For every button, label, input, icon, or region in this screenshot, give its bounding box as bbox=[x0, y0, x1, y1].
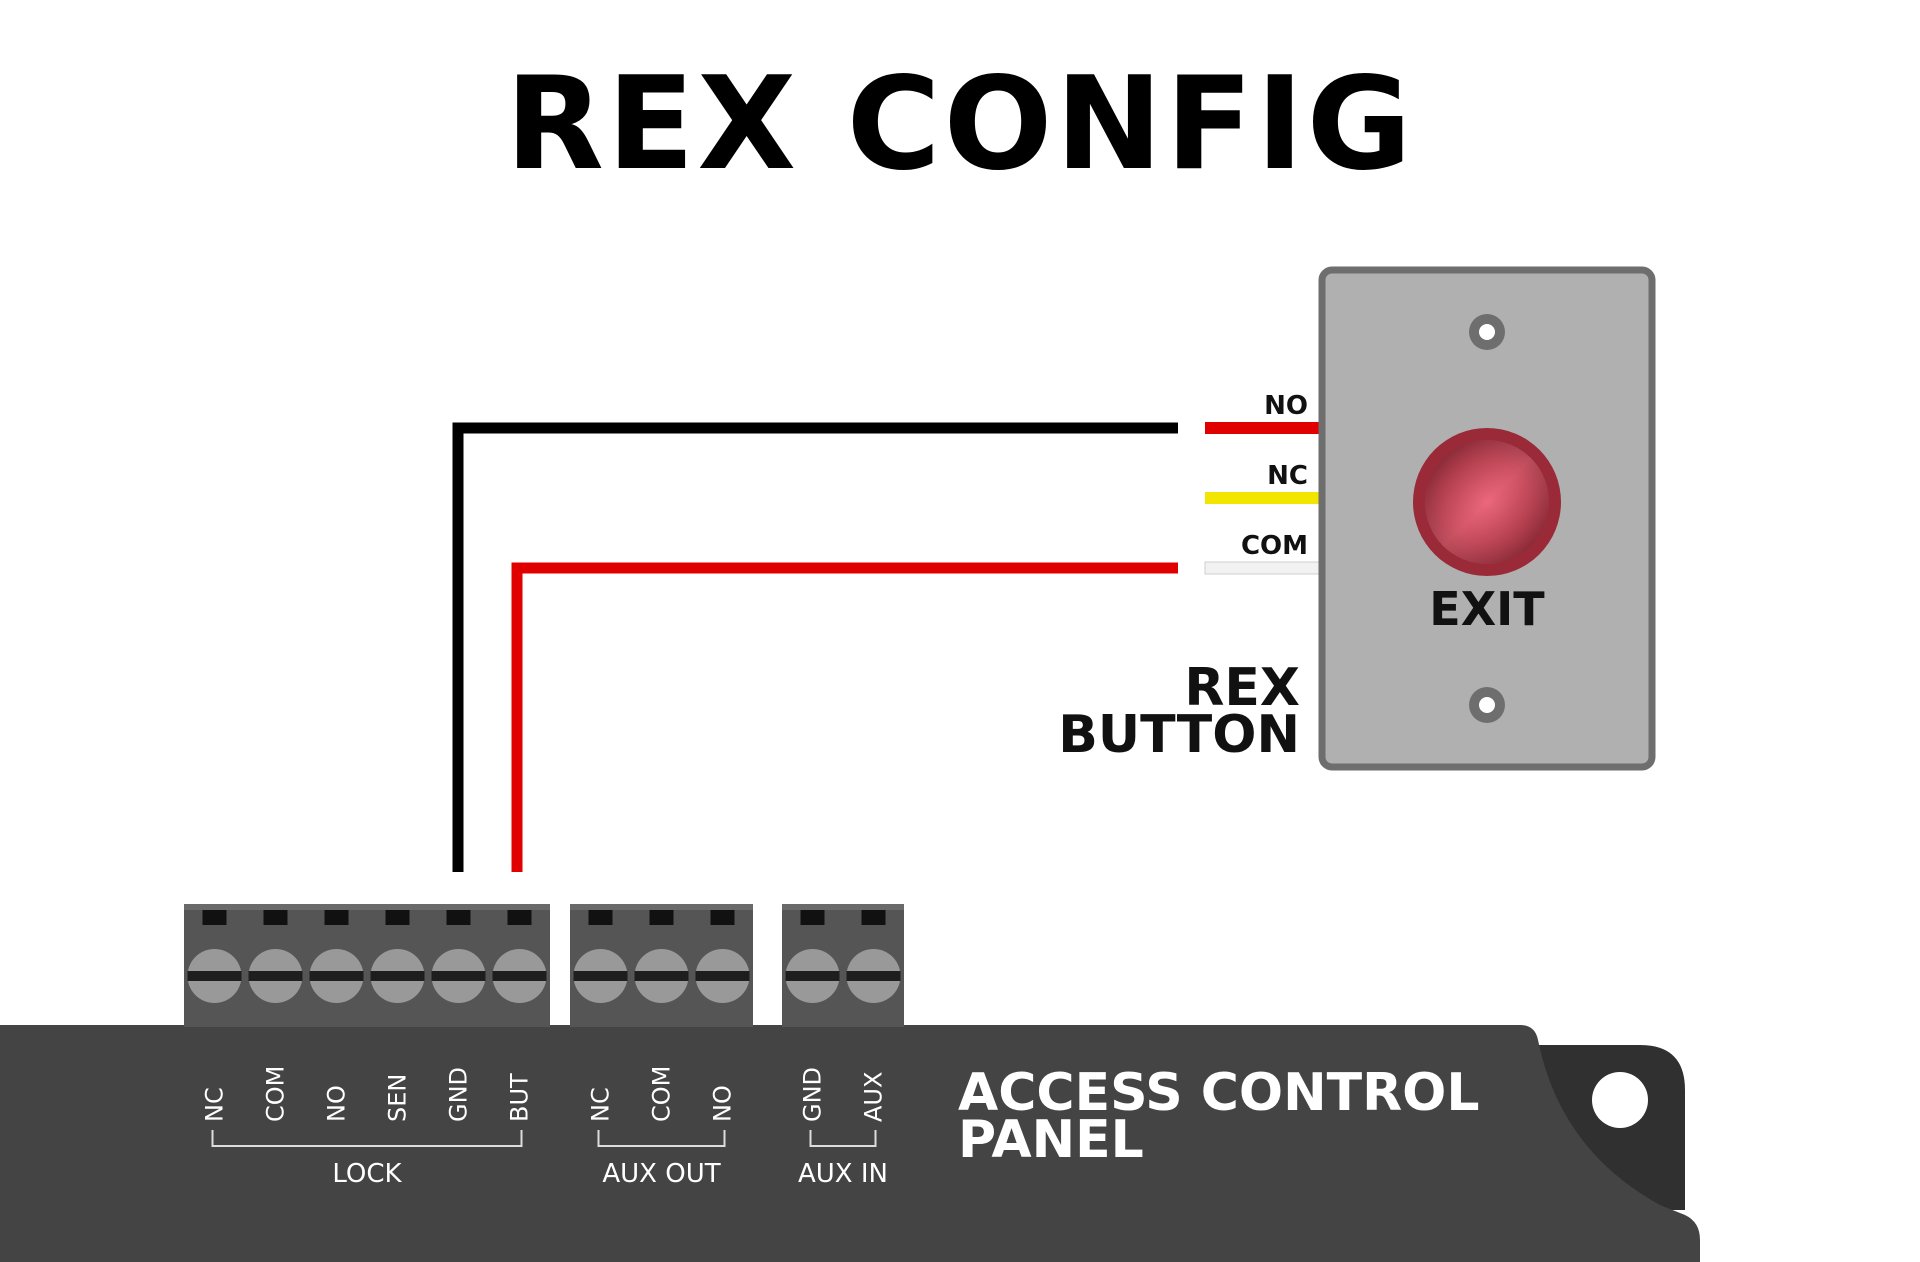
rex-lead-nc: NC bbox=[1205, 461, 1323, 504]
wire-entry-icon bbox=[710, 910, 735, 925]
terminal-blocks bbox=[184, 904, 904, 1027]
terminal-group-label: AUX IN bbox=[798, 1159, 888, 1189]
exit-label: EXIT bbox=[1429, 582, 1545, 636]
exit-push-button-icon[interactable] bbox=[1413, 428, 1561, 576]
panel-title-line2: PANEL bbox=[958, 1110, 1144, 1170]
wire-entry-icon bbox=[588, 910, 613, 925]
panel-terminal-label: NC bbox=[587, 1087, 615, 1122]
terminal-block-lock bbox=[184, 904, 550, 1027]
wire-entry-icon bbox=[202, 910, 227, 925]
access-control-panel bbox=[0, 1025, 1700, 1262]
diagram-title: REX CONFIG bbox=[505, 50, 1415, 199]
wire-entry-icon bbox=[800, 910, 825, 925]
terminal-screw-icon[interactable] bbox=[492, 949, 547, 1003]
panel-labels: NC COM NO SEN GND BUT LOCK NC COM NO AUX OUT GND AUX… bbox=[201, 1066, 889, 1189]
terminal-screw-icon[interactable] bbox=[634, 949, 689, 1003]
panel-terminal-label: AUX bbox=[860, 1072, 888, 1122]
rex-terminal-label: NC bbox=[1267, 461, 1308, 491]
terminal-screw-icon[interactable] bbox=[695, 949, 750, 1003]
panel-terminal-label: SEN bbox=[384, 1074, 412, 1122]
panel-terminal-label: COM bbox=[648, 1066, 676, 1122]
rex-lead-no: NO bbox=[1205, 391, 1323, 434]
rex-button: EXIT REX BUTTON bbox=[1058, 266, 1656, 771]
rex-terminal-label: COM bbox=[1241, 531, 1308, 561]
group-bracket bbox=[809, 1130, 877, 1147]
terminal-group-label: LOCK bbox=[332, 1159, 402, 1189]
terminal-screw-icon[interactable] bbox=[309, 949, 364, 1003]
panel-mounting-hole-icon bbox=[1592, 1072, 1648, 1128]
rex-button-leads: NO NC COM bbox=[1204, 391, 1324, 575]
rex-lead-com: COM bbox=[1204, 531, 1324, 575]
panel-title-line1: ACCESS CONTROL bbox=[958, 1063, 1480, 1123]
panel-terminal-label: GND bbox=[445, 1067, 473, 1122]
red-wire bbox=[511, 562, 1178, 872]
wires bbox=[452, 422, 1178, 872]
panel-terminal-label: NO bbox=[709, 1085, 737, 1122]
terminal-screw-icon[interactable] bbox=[573, 949, 628, 1003]
top-screw-icon bbox=[1469, 314, 1505, 350]
terminal-screw-icon[interactable] bbox=[431, 949, 486, 1003]
terminal-screw-icon[interactable] bbox=[370, 949, 425, 1003]
wire-entry-icon bbox=[263, 910, 288, 925]
panel-body bbox=[0, 1025, 1700, 1262]
panel-terminal-label: NC bbox=[201, 1087, 229, 1122]
group-bracket bbox=[211, 1130, 523, 1147]
bottom-screw-icon bbox=[1469, 687, 1505, 723]
panel-terminal-label: GND bbox=[799, 1067, 827, 1122]
rex-button-caption-line1: REX bbox=[1184, 658, 1300, 718]
terminal-group-label: AUX OUT bbox=[602, 1159, 720, 1189]
wire-entry-icon bbox=[446, 910, 471, 925]
panel-terminal-label: NO bbox=[323, 1085, 351, 1122]
terminal-screw-icon[interactable] bbox=[785, 949, 840, 1003]
wire-entry-icon bbox=[385, 910, 410, 925]
terminal-block-aux-in bbox=[782, 904, 904, 1027]
wire-entry-icon bbox=[507, 910, 532, 925]
panel-terminal-label: BUT bbox=[506, 1073, 534, 1122]
wire-entry-icon bbox=[649, 910, 674, 925]
black-wire bbox=[452, 422, 1178, 872]
terminal-screw-icon[interactable] bbox=[846, 949, 901, 1003]
terminal-block-aux-out bbox=[570, 904, 753, 1027]
wire-entry-icon bbox=[324, 910, 349, 925]
terminal-screw-icon[interactable] bbox=[248, 949, 303, 1003]
terminal-screw-icon[interactable] bbox=[187, 949, 242, 1003]
panel-terminal-label: COM bbox=[262, 1066, 290, 1122]
group-bracket bbox=[597, 1130, 726, 1147]
rex-button-caption-line2: BUTTON bbox=[1058, 705, 1300, 765]
rex-terminal-label: NO bbox=[1264, 391, 1308, 421]
wire-entry-icon bbox=[861, 910, 886, 925]
